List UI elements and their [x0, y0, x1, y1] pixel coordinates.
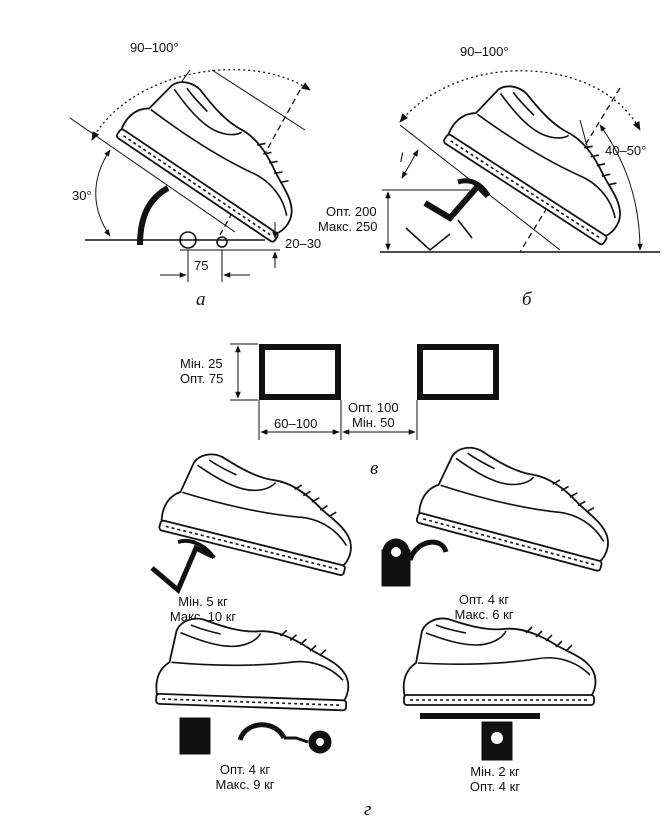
dim-height-opt-v: Опт. 75 — [180, 371, 223, 386]
shoe-g1 — [157, 444, 367, 577]
pedal-option-4: Мін. 2 кг Опт. 4 кг — [402, 617, 597, 794]
pedal-pivot-hole-g2 — [391, 547, 401, 557]
pedal-pad-b — [457, 178, 491, 198]
angle-pedal-label-b: 90–100° — [460, 44, 509, 59]
force-line2-g4: Опт. 4 кг — [470, 779, 520, 794]
pedal-arc-g3 — [237, 722, 287, 742]
panel-b: 90–100° 40–50° l Опт. 200 Макс. 250 б — [318, 44, 660, 310]
dim-height-opt-b: Опт. 200 — [326, 204, 377, 219]
pedal-option-1: Мін. 5 кг Макс. 10 кг — [150, 444, 367, 624]
dim-height-max-b: Макс. 250 — [318, 219, 377, 234]
guide-dash-b — [519, 87, 621, 253]
angle-tilt-label-a: 30° — [72, 188, 92, 203]
pedal-arm-b — [423, 181, 491, 222]
force-line2-g2: Макс. 6 кг — [454, 607, 513, 622]
heel-point-a — [216, 236, 228, 248]
dim-l-arrow-b — [401, 149, 419, 179]
pedal-arc-g2 — [407, 539, 449, 561]
force-line1-g4: Мін. 2 кг — [470, 764, 520, 779]
pedal-link-g3 — [284, 736, 309, 744]
pivot-circle-a — [179, 231, 197, 249]
dim-height-min-v: Мін. 25 — [180, 356, 223, 371]
shoe-g3 — [154, 616, 352, 712]
angle-arc-pedal-b — [399, 70, 641, 131]
dim-gap-opt-v: Опт. 100 — [348, 400, 399, 415]
dim-offset-label-a: 75 — [194, 258, 208, 273]
pedal-rect-left — [259, 344, 341, 400]
panel-g: Мін. 5 кг Макс. 10 кг Опт. 4 кг Макс. 6 … — [150, 437, 625, 820]
dim-height-label-a: 20–30 — [285, 236, 321, 251]
angle-arc-tilt-a — [95, 149, 111, 237]
force-line1-g3: Опт. 4 кг — [220, 762, 270, 777]
caption-a: a — [196, 289, 206, 310]
pedal-pivot-hole-g4 — [491, 732, 503, 744]
force-line1-g1: Мін. 5 кг — [178, 594, 228, 609]
pedal-option-3: Опт. 4 кг Макс. 9 кг — [154, 616, 352, 792]
dim-width-label-v: 60–100 — [274, 416, 317, 431]
guide-line-a2 — [211, 69, 306, 131]
caption-v: в — [370, 458, 378, 479]
pedal-option-2: Опт. 4 кг Макс. 6 кг — [381, 437, 625, 622]
pedal-arm-a — [137, 185, 170, 246]
pedal-pivot-hole-g3 — [316, 738, 324, 746]
pedal-lever-g1 — [150, 544, 214, 595]
force-line2-g3: Макс. 9 кг — [215, 777, 274, 792]
shoe-g4 — [402, 617, 597, 706]
dim-gap-min-v: Мін. 50 — [352, 415, 395, 430]
force-line1-g2: Опт. 4 кг — [459, 592, 509, 607]
angle-pedal-label-a: 90–100° — [130, 40, 179, 55]
shoe-g2 — [414, 437, 625, 573]
angle-arc-pedal-a — [91, 68, 311, 141]
pedal-base-b — [405, 219, 473, 252]
pedal-pad-g1 — [177, 539, 216, 560]
caption-g: г — [364, 799, 371, 820]
pedal-block-g3 — [179, 717, 211, 755]
dim-l-label-b: l — [400, 150, 404, 165]
panel-v: Мін. 25 Опт. 75 60–100 Опт. 100 Мін. 50 … — [180, 343, 499, 479]
panel-a: 90–100° 30° 20–30 75 a — [69, 40, 324, 310]
guide-line-a1 — [69, 117, 236, 233]
angle-leg-label-b: 40–50° — [605, 143, 646, 158]
pedal-rect-right — [417, 344, 499, 400]
angle-arc-leg-b — [599, 124, 643, 251]
caption-b: б — [522, 289, 533, 310]
